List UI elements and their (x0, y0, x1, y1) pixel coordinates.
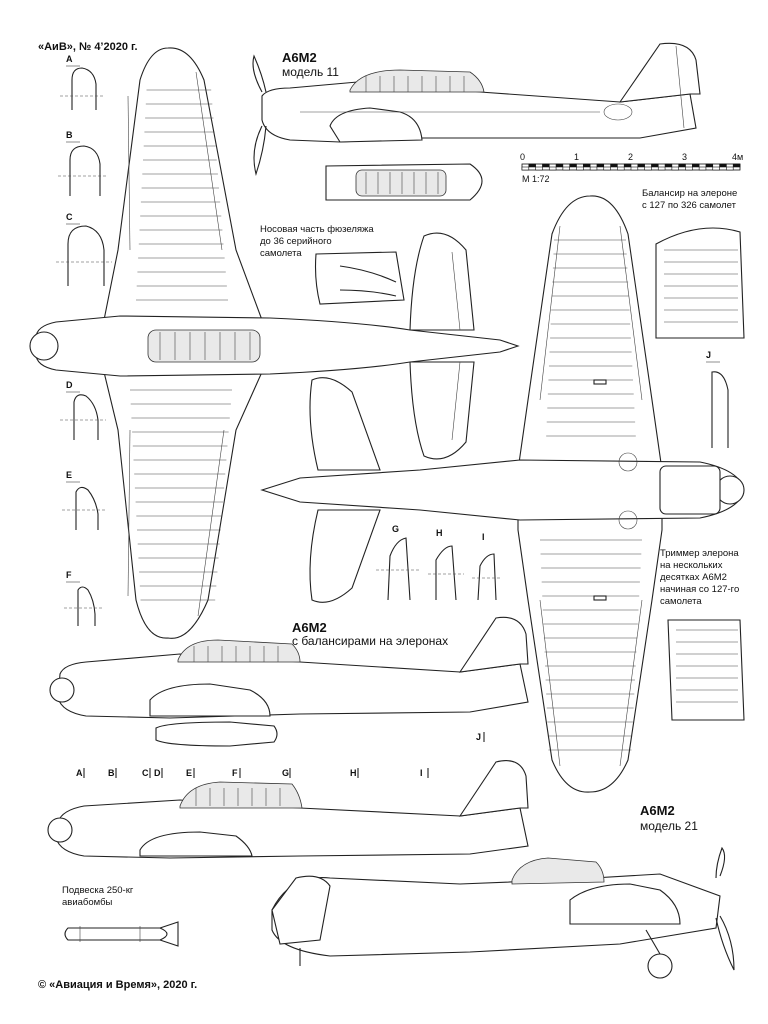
plan-view-top (29, 47, 520, 639)
subtitle-model-11: модель 11 (282, 65, 339, 79)
svg-text:самолета: самолета (260, 248, 302, 259)
scale-check (726, 166, 734, 171)
scale-tick-2: 2 (628, 152, 633, 162)
copyright-footer: © «Авиация и Время», 2020 г. (38, 979, 197, 991)
svg-text:D: D (66, 380, 73, 390)
scale-check (678, 163, 686, 168)
svg-text:A: A (66, 54, 73, 64)
scale-check (603, 166, 611, 171)
scale-check (617, 166, 625, 171)
scale-check (719, 163, 727, 168)
scale-check (562, 166, 570, 171)
scale-check (521, 166, 530, 171)
side-view-model-21 (271, 846, 735, 979)
note-aileron-trim: Триммер элерона на нескольких десятках A… (660, 548, 739, 607)
publication-header: «АиВ», № 4’2020 г. (38, 41, 138, 53)
station-label: H (350, 768, 357, 778)
subtitle-balance: с балансирами на элеронах (292, 634, 448, 648)
note-aileron-balancer: Балансир на элероне с 127 по 326 самолет (642, 188, 737, 211)
section-j-right: J (706, 350, 729, 448)
scale-check (698, 166, 707, 171)
svg-text:G: G (392, 524, 399, 534)
svg-text:I: I (482, 532, 485, 542)
scale-tick-0: 0 (520, 152, 525, 162)
side-view-balancers (49, 616, 529, 747)
svg-text:до 36 серийного: до 36 серийного (260, 236, 332, 247)
scale-check (596, 163, 605, 168)
scale-check (644, 166, 652, 171)
svg-text:E: E (66, 470, 72, 480)
station-label: C (142, 768, 149, 778)
title-a6m2-model-21: A6M2 (640, 803, 675, 818)
station-label: B (108, 768, 115, 778)
station-label: G (282, 768, 289, 778)
scale-bar: 0 1 2 3 4м М 1:72 (520, 152, 743, 184)
scale-tick-3: 3 (682, 152, 687, 162)
scale-check (712, 166, 720, 171)
svg-text:на нескольких: на нескольких (660, 560, 723, 571)
scale-check (671, 166, 679, 171)
station-label: E (186, 768, 192, 778)
svg-text:F: F (66, 570, 72, 580)
svg-text:Носовая часть фюзеляжа: Носовая часть фюзеляжа (260, 224, 374, 235)
svg-text:Триммер элерона: Триммер элерона (660, 548, 739, 559)
scale-check (664, 163, 673, 168)
station-label: A (76, 768, 83, 778)
scale-tick-4: 4м (732, 152, 743, 162)
scale-check (705, 163, 714, 168)
scale-check (589, 166, 598, 171)
cockpit-plan-detail (325, 163, 483, 201)
svg-text:H: H (436, 528, 443, 538)
svg-text:начиная со 127-го: начиная со 127-го (660, 584, 739, 595)
scale-check (542, 163, 550, 168)
alt-nose-side-view (314, 251, 405, 305)
scale-tick-1: 1 (574, 152, 579, 162)
scale-check (637, 163, 645, 168)
fuselage-sections-middle: G H I (376, 524, 502, 601)
svg-text:J: J (706, 350, 711, 360)
bomb-rack-detail (64, 921, 179, 947)
scale-check (576, 166, 584, 171)
svg-text:десятках A6M2: десятках A6M2 (660, 572, 727, 583)
station-label: D (154, 768, 161, 778)
scale-check (651, 163, 659, 168)
aileron-balancer-detail (655, 227, 745, 339)
scale-check (732, 163, 741, 168)
scale-check (528, 163, 536, 168)
svg-text:C: C (66, 212, 73, 222)
aileron-trim-detail (667, 619, 745, 721)
subtitle-model-21: модель 21 (640, 819, 698, 833)
side-view-model-11 (252, 42, 701, 176)
title-a6m2-balance: A6M2 (292, 620, 327, 635)
scale-check (692, 163, 700, 168)
station-label: I (420, 768, 423, 778)
note-bomb-rack: Подвеска 250-кг авиабомбы (62, 885, 134, 908)
svg-text:Балансир на элероне: Балансир на элероне (642, 188, 737, 199)
plan-view-bottom (260, 195, 745, 793)
scale-check (555, 163, 564, 168)
svg-text:с 127 по 326 самолет: с 127 по 326 самолет (642, 200, 737, 211)
scale-check (548, 166, 557, 171)
scale-check (583, 163, 591, 168)
scale-check (535, 166, 543, 171)
station-label: F (232, 768, 238, 778)
scale-check (623, 163, 632, 168)
note-nose-section: Носовая часть фюзеляжа до 36 серийного с… (260, 224, 374, 259)
svg-text:самолета: самолета (660, 596, 702, 607)
scale-label: М 1:72 (522, 174, 550, 184)
scale-check (685, 166, 693, 171)
scale-check (610, 163, 618, 168)
svg-text:авиабомбы: авиабомбы (62, 897, 113, 908)
title-a6m2-model-11: A6M2 (282, 50, 317, 65)
scale-check (657, 166, 666, 171)
fuselage-sections-left: A B C D E F (56, 54, 112, 626)
svg-text:B: B (66, 130, 73, 140)
station-label: J (476, 732, 481, 742)
svg-text:Подвеска 250-кг: Подвеска 250-кг (62, 885, 134, 896)
scale-check (569, 163, 577, 168)
scale-check (630, 166, 639, 171)
